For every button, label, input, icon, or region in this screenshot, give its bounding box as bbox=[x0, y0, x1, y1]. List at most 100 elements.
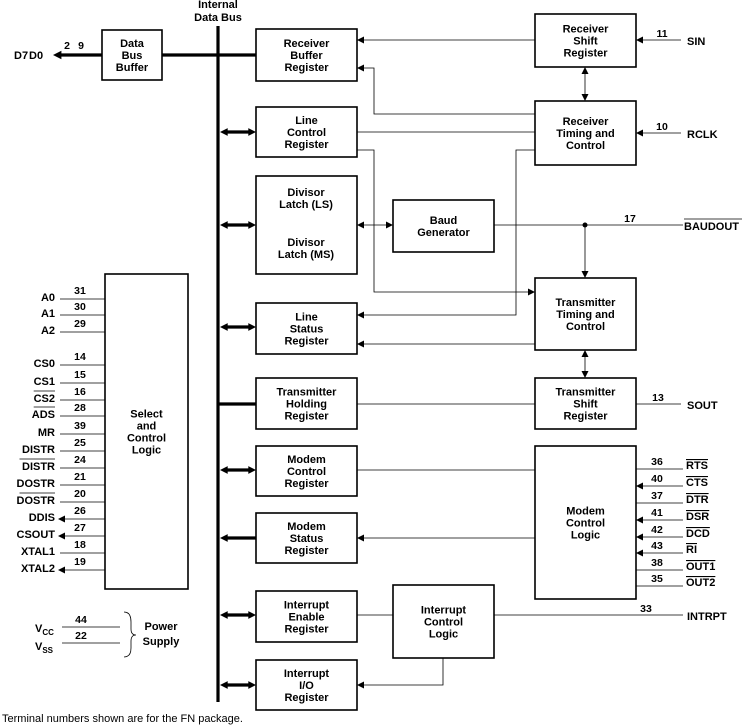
vss-subscript: SS bbox=[42, 646, 53, 655]
select-pin-label: DISTR bbox=[22, 444, 55, 456]
modem-control-logic-box bbox=[534, 445, 637, 600]
vcc-label: VCC bbox=[35, 623, 54, 637]
line-control-to-tx-timing bbox=[357, 149, 528, 293]
select-control-logic-label-line: and bbox=[137, 421, 157, 433]
line-control-register-label-line: Register bbox=[284, 139, 329, 151]
select-pin-number: 30 bbox=[74, 301, 86, 313]
interrupt-io-register-box bbox=[255, 659, 358, 711]
interrupt-enable-register-label-line: Interrupt bbox=[284, 600, 330, 612]
select-pin-label: DISTR bbox=[22, 461, 55, 473]
arrow-into-modem-status bbox=[357, 534, 364, 542]
receiver-timing-control-label-line: Receiver bbox=[563, 116, 610, 128]
data-pin-number: 9 bbox=[78, 40, 84, 52]
select-pin-output-arrow bbox=[58, 532, 65, 540]
divisor-latch-ls-label-line: Latch (LS) bbox=[279, 199, 333, 211]
vcc-pin-number: 44 bbox=[75, 614, 87, 626]
select-pin-number: 20 bbox=[74, 488, 86, 500]
arrow-into-interrupt-io bbox=[357, 681, 364, 689]
interrupt-enable-register-label-line: Register bbox=[284, 624, 329, 636]
interrupt-io-register-label-line: Register bbox=[284, 692, 329, 704]
arrow-into-tx-timing bbox=[528, 288, 535, 296]
transmitter-holding-register-label-line: Register bbox=[284, 411, 329, 423]
baud-generator-label-line: Baud bbox=[430, 215, 458, 227]
bus-tap-arrow-left bbox=[220, 128, 228, 136]
select-pin-number: 18 bbox=[74, 539, 86, 551]
modem-pin-label: DSR bbox=[686, 511, 709, 523]
select-pin-number: 19 bbox=[74, 556, 86, 568]
arrow-up-receiver-shift bbox=[581, 67, 589, 74]
data-bus-buffer-label-line: Data bbox=[120, 38, 145, 50]
baudout-pin-label: BAUDOUT bbox=[684, 221, 739, 233]
interrupt-control-logic-box bbox=[392, 584, 495, 659]
select-pin-label: A2 bbox=[41, 325, 55, 337]
modem-pin-label: RTS bbox=[686, 460, 708, 472]
modem-control-logic-label-line: Control bbox=[566, 518, 605, 530]
modem-status-register-box bbox=[255, 512, 358, 564]
line-status-register-label-line: Status bbox=[290, 324, 324, 336]
data-pin-label-d0: D0 bbox=[29, 50, 43, 62]
bus-tap-arrow-right bbox=[248, 323, 256, 331]
modem-pin-number: 38 bbox=[651, 557, 663, 569]
modem-status-register-label-line: Modem bbox=[287, 521, 326, 533]
transmitter-timing-control-box bbox=[534, 277, 637, 351]
transmitter-shift-register-label-line: Shift bbox=[573, 399, 598, 411]
transmitter-holding-register-label-line: Holding bbox=[286, 399, 327, 411]
arrow-into-baud-generator bbox=[386, 221, 393, 229]
interrupt-control-logic-label-line: Logic bbox=[429, 629, 458, 641]
bus-tap-arrow-left bbox=[220, 611, 228, 619]
interrupt-io-register-label-line: I/O bbox=[299, 680, 314, 692]
line-status-register-label-line: Register bbox=[284, 336, 329, 348]
modem-pin-label: DCD bbox=[686, 528, 710, 540]
bus-label-line: Data Bus bbox=[194, 12, 242, 24]
modem-pin-label: CTS bbox=[686, 477, 708, 489]
line-control-register-label-line: Control bbox=[287, 127, 326, 139]
divisor-latch-ms-label-line: Latch (MS) bbox=[278, 249, 335, 261]
data-bus-buffer-label-line: Bus bbox=[122, 50, 143, 62]
arrow-down-receiver-timing bbox=[581, 94, 589, 101]
select-pin-number: 14 bbox=[74, 351, 86, 363]
line-control-register-label-line: Line bbox=[295, 115, 318, 127]
modem-pin-number: 41 bbox=[651, 507, 663, 519]
sout-pin-number: 13 bbox=[652, 392, 664, 404]
bus-tap-arrow-right bbox=[248, 128, 256, 136]
select-pin-number: 15 bbox=[74, 369, 86, 381]
bus-label-line: Internal bbox=[198, 0, 238, 11]
receiver-timing-control-label-line: Timing and bbox=[556, 128, 614, 140]
arrow-into-modem-logic bbox=[636, 482, 643, 490]
modem-pin-number: 36 bbox=[651, 456, 663, 468]
modem-pin-number: 35 bbox=[651, 573, 663, 585]
select-pin-label: MR bbox=[38, 427, 55, 439]
arrow-into-modem-logic bbox=[636, 516, 643, 524]
modem-pin-label: OUT1 bbox=[686, 561, 715, 573]
vcc-subscript: CC bbox=[42, 628, 54, 637]
line-status-register-box bbox=[255, 302, 358, 355]
select-pin-label: XTAL1 bbox=[21, 546, 55, 558]
modem-pin-number: 43 bbox=[651, 540, 663, 552]
power-supply-label-line: Power bbox=[144, 621, 178, 633]
transmitter-shift-register-box bbox=[534, 377, 637, 430]
select-pin-number: 27 bbox=[74, 522, 86, 534]
transmitter-timing-control-label-line: Timing and bbox=[556, 309, 614, 321]
arrow-into-receiver-buffer bbox=[357, 64, 364, 72]
receiver-buffer-register-label-line: Buffer bbox=[290, 50, 323, 62]
transmitter-shift-register-label-line: Transmitter bbox=[556, 387, 617, 399]
modem-status-register-label-line: Status bbox=[290, 533, 324, 545]
arrow-into-receiver-buffer bbox=[357, 36, 364, 44]
modem-pin-label: OUT2 bbox=[686, 577, 715, 589]
data-pin-label-d7: D7 bbox=[14, 50, 28, 62]
select-pin-label: A1 bbox=[41, 308, 55, 320]
rx-timing-to-buffer bbox=[364, 67, 535, 115]
divisor-latch-ls-label-line: Divisor bbox=[287, 187, 325, 199]
transmitter-holding-register-label-line: Transmitter bbox=[277, 387, 338, 399]
modem-control-register-label-line: Register bbox=[284, 478, 329, 490]
modem-pin-label: DTR bbox=[686, 494, 709, 506]
rclk-pin-label: RCLK bbox=[687, 129, 718, 141]
sout-pin-label: SOUT bbox=[687, 400, 718, 412]
select-pin-number: 28 bbox=[74, 402, 86, 414]
interrupt-enable-register-box bbox=[255, 590, 358, 643]
arrow-into-rx-timing bbox=[636, 129, 643, 137]
modem-control-register-box bbox=[255, 445, 358, 497]
receiver-shift-register-label-line: Shift bbox=[573, 36, 598, 48]
data-pin-arrow bbox=[53, 50, 62, 60]
data-pin-number: 2 bbox=[64, 40, 70, 52]
